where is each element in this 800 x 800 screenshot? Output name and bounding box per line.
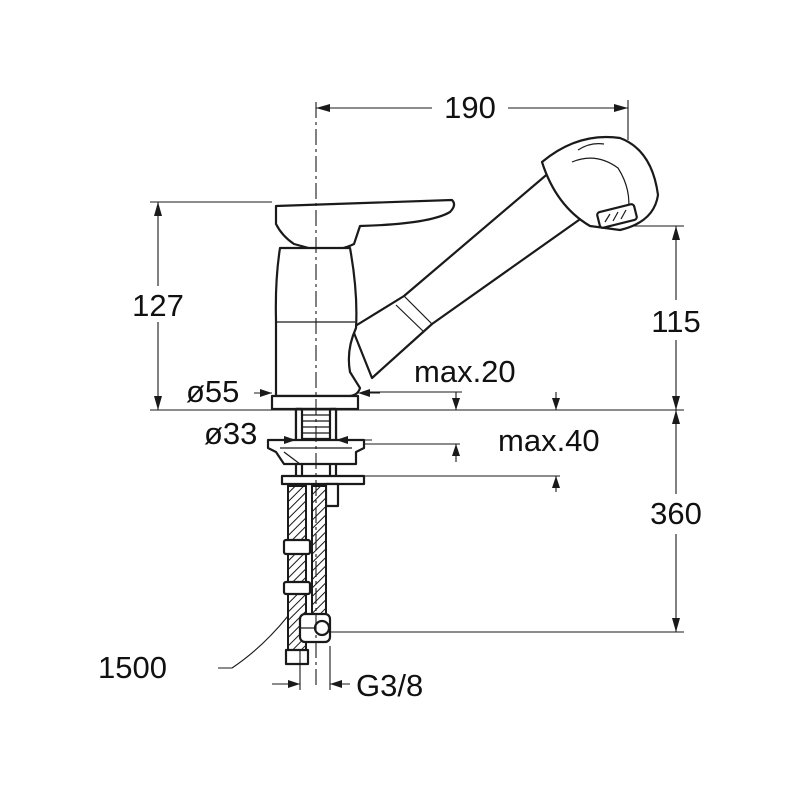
dim-base-diameter: ø55 (186, 374, 380, 409)
dim-max-20: max.20 (364, 354, 516, 410)
dim-hose-depth: 360 (330, 410, 702, 633)
dim-spout-height-label: 127 (132, 288, 184, 323)
lever-handle (274, 198, 456, 252)
dim-max-20-label: max.20 (414, 354, 516, 389)
dim-hose-length-label: 1500 (98, 650, 167, 685)
dim-outlet-height-label: 115 (651, 304, 700, 339)
supply-hoses (282, 485, 332, 666)
dim-outlet-height: 115 (632, 225, 701, 410)
dim-hose-length: 1500 (98, 615, 289, 685)
dim-hole-diameter-label: ø33 (204, 416, 257, 451)
dim-hole-diameter: ø33 (204, 416, 372, 451)
dim-thread: G3/8 (272, 646, 423, 703)
faucet-base (270, 394, 360, 411)
dim-reach: 190 (316, 90, 629, 140)
dim-hose-depth-label: 360 (650, 496, 702, 531)
pull-out-spout (350, 135, 660, 380)
dim-max-40: max.40 (364, 392, 600, 492)
dim-reach-label: 190 (444, 90, 496, 125)
dim-spout-height: 127 (132, 201, 272, 410)
dim-base-diameter-label: ø55 (186, 374, 239, 409)
dim-max-40-label: max.40 (498, 423, 600, 458)
dim-thread-label: G3/8 (356, 668, 423, 703)
